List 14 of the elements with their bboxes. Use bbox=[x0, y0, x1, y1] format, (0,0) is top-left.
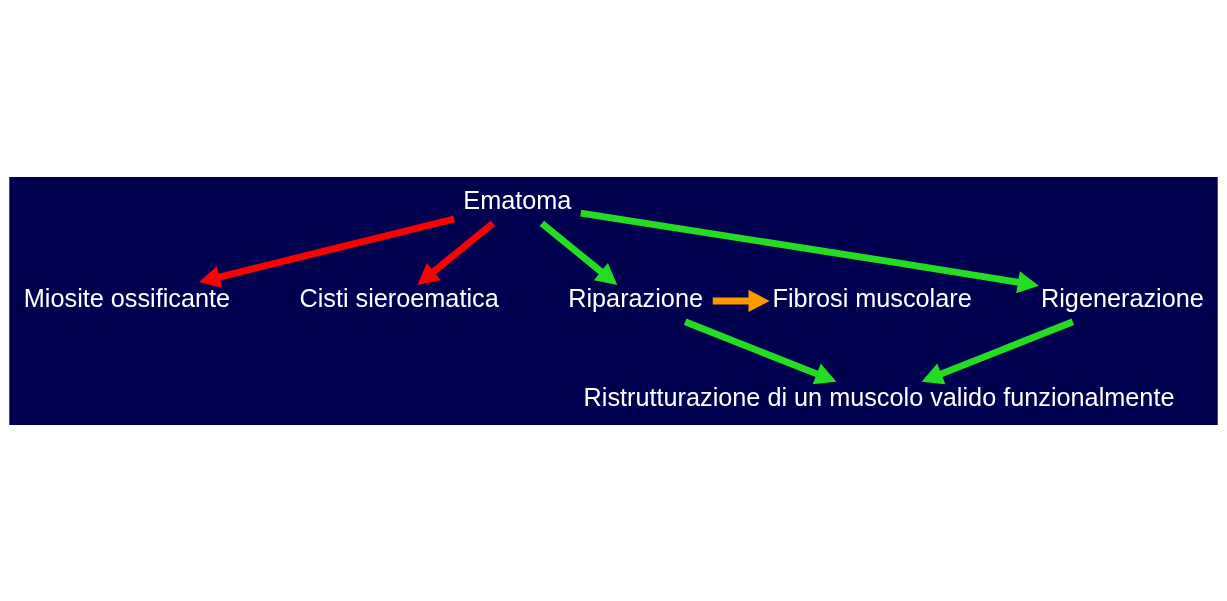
node-text: Cisti sieroematica bbox=[299, 283, 499, 312]
arrow bbox=[580, 209, 1039, 293]
arrow bbox=[199, 215, 456, 288]
node-text: Fibrosi muscolare bbox=[772, 283, 972, 312]
node-text: Miosite ossificante bbox=[23, 283, 231, 312]
arrow bbox=[539, 220, 618, 285]
node-text: Rigenerazione bbox=[1040, 283, 1204, 312]
node-text: Ristrutturazione di un muscolo valido funzionalmente bbox=[583, 382, 1175, 411]
arrow bbox=[683, 318, 837, 384]
arrow bbox=[417, 220, 495, 285]
arrow bbox=[921, 318, 1075, 384]
arrow bbox=[712, 289, 770, 312]
node-text: Ematoma bbox=[463, 185, 572, 214]
node-text: Riparazione bbox=[568, 283, 703, 312]
